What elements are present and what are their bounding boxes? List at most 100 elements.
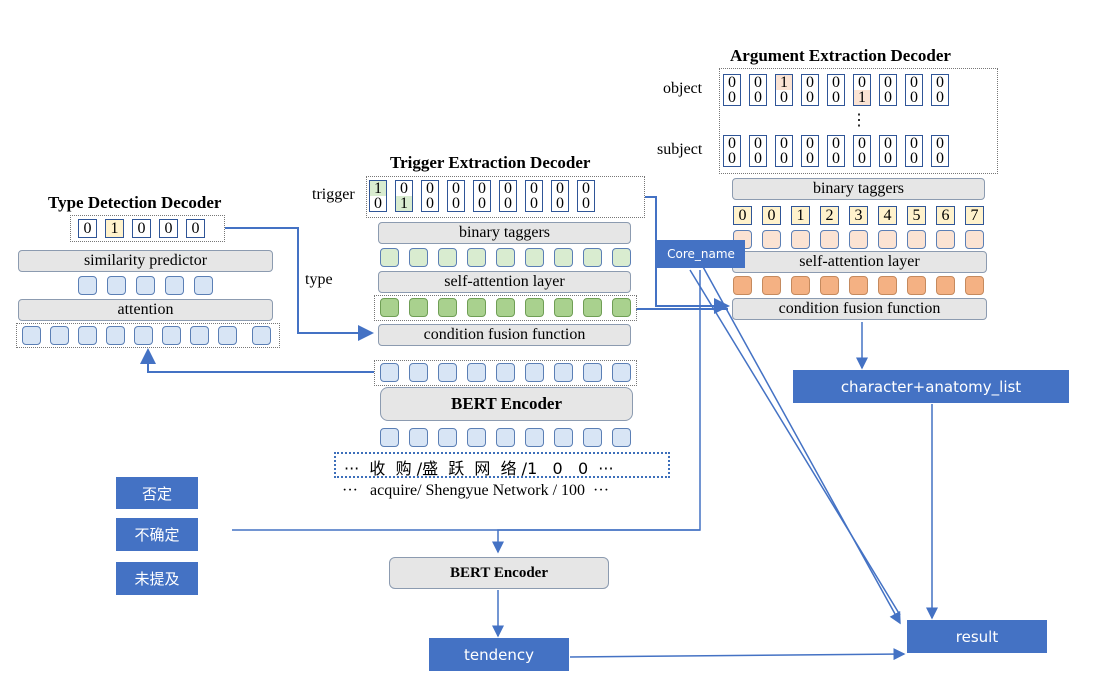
position-cell: 4 (878, 206, 897, 225)
node (134, 326, 153, 345)
subject-cell: 0 (754, 135, 762, 152)
object-cell: 0 (884, 89, 892, 106)
trigger-self-attention: self-attention layer (378, 271, 631, 293)
subject-cell: 0 (936, 135, 944, 152)
node (496, 298, 515, 317)
node (50, 326, 69, 345)
node (554, 298, 573, 317)
argument-extraction-title: Argument Extraction Decoder (730, 46, 951, 65)
position-cell: 1 (791, 206, 810, 225)
trigger-cell: 0 (452, 180, 460, 197)
subject-cell: 0 (858, 150, 866, 167)
bert-encoder-secondary: BERT Encoder (389, 557, 609, 589)
node (936, 276, 955, 295)
type-cell: 0 (159, 219, 178, 238)
node (612, 298, 631, 317)
position-cell: 5 (907, 206, 926, 225)
option-negation: 否定 (116, 477, 198, 509)
position-cell: 7 (965, 206, 984, 225)
object-cell: 0 (780, 89, 788, 106)
trigger-output-frame (366, 176, 645, 218)
trigger-label: trigger (312, 186, 355, 203)
result-box: result (907, 620, 1047, 653)
tendency-box: tendency (429, 638, 569, 671)
object-cell: 0 (754, 74, 762, 91)
subject-cell: 0 (910, 150, 918, 167)
node (380, 428, 399, 447)
node (583, 428, 602, 447)
attention-layer: attention (18, 299, 273, 321)
object-cell: 0 (832, 74, 840, 91)
subject-cell: 0 (806, 150, 814, 167)
trigger-cell: 0 (556, 195, 564, 212)
object-cell: 1 (776, 75, 792, 91)
node (791, 276, 810, 295)
subject-cell: 0 (884, 135, 892, 152)
node (252, 326, 271, 345)
bert-encoder: BERT Encoder (380, 387, 633, 421)
trigger-binary-taggers: binary taggers (378, 222, 631, 244)
object-cell: 0 (728, 89, 736, 106)
node (878, 230, 897, 249)
node (583, 248, 602, 267)
position-cell: 2 (820, 206, 839, 225)
type-cell: 0 (78, 219, 97, 238)
node (849, 276, 868, 295)
object-cell: 0 (806, 89, 814, 106)
subject-cell: 0 (884, 150, 892, 167)
node (612, 428, 631, 447)
subject-label: subject (657, 141, 703, 158)
chinese-tokens: ··· 收 购 /盛 跃 网 络 /1 0 0 ··· (344, 459, 614, 478)
type-cell: 0 (132, 219, 151, 238)
trigger-cell: 0 (582, 195, 590, 212)
node (525, 363, 544, 382)
similarity-predictor: similarity predictor (18, 250, 273, 272)
subject-cell: 0 (728, 150, 736, 167)
node (849, 230, 868, 249)
argument-binary-taggers: binary taggers (732, 178, 985, 200)
english-tokens: ··· acquire/ Shengyue Network / 100 ··· (342, 482, 610, 499)
node (791, 230, 810, 249)
node (467, 428, 486, 447)
trigger-cell: 1 (396, 196, 412, 212)
node (409, 298, 428, 317)
trigger-cell: 0 (504, 195, 512, 212)
object-cell: 0 (858, 74, 866, 91)
node (936, 230, 955, 249)
position-cell: 3 (849, 206, 868, 225)
object-cell: 0 (832, 89, 840, 106)
node (965, 276, 984, 295)
node (78, 326, 97, 345)
object-cell: 0 (754, 89, 762, 106)
object-cell: 0 (936, 89, 944, 106)
node (612, 248, 631, 267)
node (525, 428, 544, 447)
node (438, 363, 457, 382)
node (733, 276, 752, 295)
node (554, 248, 573, 267)
type-cell: 1 (105, 219, 124, 238)
node (190, 326, 209, 345)
argument-self-attention: self-attention layer (732, 251, 987, 273)
position-cell: 6 (936, 206, 955, 225)
node (409, 248, 428, 267)
node (162, 326, 181, 345)
node (820, 230, 839, 249)
node (218, 326, 237, 345)
node (409, 428, 428, 447)
trigger-cell: 1 (370, 181, 386, 197)
type-label: type (305, 271, 333, 288)
core-name-box: Core_name (657, 240, 745, 268)
node (380, 298, 399, 317)
node (380, 363, 399, 382)
node (438, 298, 457, 317)
node (78, 276, 97, 295)
type-detection-cells: 0 1 0 0 0 (78, 219, 213, 238)
node (467, 363, 486, 382)
object-cell: 0 (936, 74, 944, 91)
node (820, 276, 839, 295)
trigger-extraction-title: Trigger Extraction Decoder (390, 153, 591, 172)
trigger-cell: 0 (426, 195, 434, 212)
node (467, 298, 486, 317)
